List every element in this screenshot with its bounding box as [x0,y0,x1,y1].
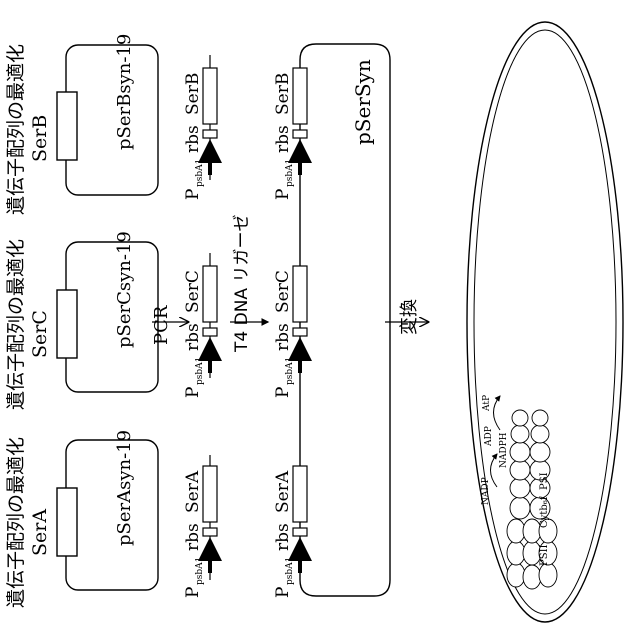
rbs-label: rbs [273,523,293,551]
rbs-label: rbs [273,125,293,153]
plasmid-sera: pSerAsyn-19 [57,430,158,590]
optimization-label-serb: 遺伝子配列の最適化 [5,44,27,215]
rbs-box [203,328,217,336]
gene-label-sera: SerA [29,509,51,556]
rbs-box [293,328,307,336]
plasmid-outline [66,440,158,590]
gene-box [203,466,217,522]
plasmid-name-sera: pSerAsyn-19 [114,430,135,546]
rbs-box [203,528,217,536]
rbs-box [203,130,217,138]
transform-label: 変換 [399,299,420,335]
label-group-serc: 遺伝子配列の最適化 SerC [5,239,51,410]
adp-label: ADP [484,426,494,447]
rbs-label: rbs [273,323,293,351]
plasmid-serc: pSerCsyn-19 [57,231,158,392]
gene-label-serc: SerC [29,310,51,358]
ligation-step: T4 DNA リガーゼ [230,215,268,353]
promoter-subscript: psbA1 [285,557,295,585]
gene-label: SerB [183,73,203,115]
rbs-label: rbs [183,125,203,153]
nadph-label: NADPH [499,432,509,468]
cassette-serb: SerB rbs P psbA1 [183,55,217,200]
cassette-serc: SerC rbs P psbA1 [183,253,217,398]
promoter-label: P [183,587,203,598]
promoter-label: P [183,189,203,200]
label-group-serb: 遺伝子配列の最適化 SerB [5,44,51,215]
promoter-subscript: psbA1 [195,357,205,385]
promoter-subscript: psbA1 [195,159,205,187]
gene-label: SerC [183,270,203,313]
gene-label: SerC [273,270,293,313]
cassette-sera: SerA rbs P psbA1 [183,455,217,598]
plasmid-outline [66,242,158,392]
gene-insert-box [57,290,77,358]
nadp-reaction-arrow [491,454,498,487]
gene-box [293,266,307,322]
plasmid-name-serc: pSerCsyn-19 [114,231,135,348]
rbs-label: rbs [183,523,203,551]
promoter-label: P [273,189,293,200]
plasmid-outline [66,45,158,195]
cell: PSII Cytb₆f PSI NADP NADPH ADP AtP [467,22,623,622]
plasmid-outline [300,44,390,596]
promoter-label: P [183,387,203,398]
promoter-label: P [273,587,293,598]
pcr-label: PCR [151,305,172,345]
rbs-box [293,130,307,138]
promoter-subscript: psbA1 [285,159,295,187]
final-plasmid-name: pSerSyn [351,59,375,145]
cytb6f-label: Cytb₆f [539,495,550,528]
rbs-box [293,528,307,536]
promoter-subscript: psbA1 [285,357,295,385]
promoter-subscript: psbA1 [195,557,205,585]
atp-label: AtP [482,395,492,412]
rbs-label: rbs [183,323,203,351]
plasmid-name-serb: pSerBsyn-19 [114,34,135,150]
plasmid-pserysn: pSerSyn SerB rbs P psbA1 SerC rbs P psbA… [273,44,390,598]
gene-box [203,68,217,124]
ligation-label: T4 DNA リガーゼ [232,215,252,353]
label-group-sera: 遺伝子配列の最適化 SerA [5,437,51,608]
psi-label: PSI [539,472,550,490]
transform-step: 変換 [385,299,428,335]
nadp-label: NADP [481,477,491,505]
gene-label: SerB [273,73,293,115]
plasmid-serb: pSerBsyn-19 [57,34,158,195]
gene-insert-box [57,92,77,160]
optimization-label-sera: 遺伝子配列の最適化 [5,437,27,608]
psii-label: PSII [539,544,550,566]
gene-label: SerA [183,470,203,513]
gene-label-serb: SerB [29,115,51,162]
gene-label: SerA [273,470,293,513]
optimization-label-serc: 遺伝子配列の最適化 [5,239,27,410]
gene-box [203,266,217,322]
promoter-label: P [273,387,293,398]
atp-reaction-arrow [494,396,501,430]
gene-insert-box [57,488,77,556]
gene-box [293,68,307,124]
gene-box [293,466,307,522]
